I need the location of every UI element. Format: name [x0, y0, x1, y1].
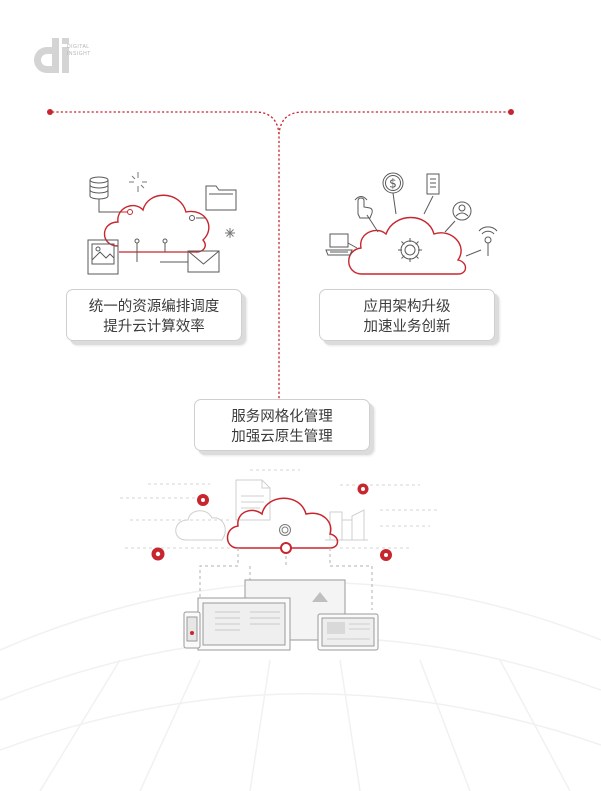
dollar-icon: $ [382, 172, 404, 194]
left-illustration [87, 172, 237, 275]
cloud-node-dot [280, 542, 292, 554]
label-right-line-2: 加速业务创新 [363, 319, 451, 335]
label-box-service-mesh: 服务网格化管理 加强云原生管理 [194, 399, 370, 451]
sparkle-icon [129, 172, 147, 192]
left-cloud [103, 194, 210, 253]
bottom-main-cloud [226, 497, 339, 549]
red-gear-2-icon [357, 483, 369, 495]
connector-right-end-dot [508, 109, 514, 115]
right-cloud [348, 217, 467, 275]
gear-icon [398, 238, 422, 262]
faint-dashes [120, 469, 440, 549]
bottom-connectors [199, 548, 373, 610]
document-icon [426, 173, 440, 195]
logo-caption: DIGITAL INSIGHT [67, 44, 91, 58]
folder-icon [205, 185, 237, 211]
faint-buildings-icon [325, 509, 368, 541]
devices-illustration [183, 579, 379, 651]
logo [34, 38, 69, 73]
faint-cloud-left [175, 510, 226, 541]
dollar-sign: $ [389, 177, 397, 191]
laptop-icon [325, 233, 353, 256]
asterisk-icon [225, 228, 235, 238]
right-illustration: $ [325, 172, 498, 275]
top-connector [52, 111, 510, 400]
database-icon [89, 176, 109, 200]
envelope-icon [187, 250, 220, 273]
label-box-resource-orchestration: 统一的资源编排调度 提升云计算效率 [66, 289, 242, 341]
bottom-illustration [120, 469, 440, 651]
small-gear-icon [279, 524, 291, 536]
logo-caption-line-2: INSIGHT [67, 51, 91, 57]
label-left-line-2: 提升云计算效率 [103, 319, 205, 335]
label-right-line-1: 应用架构升级 [363, 299, 451, 315]
image-icon [87, 239, 119, 275]
connector-left-end-dot [47, 109, 53, 115]
red-gear-4-icon [380, 549, 392, 561]
db-link [98, 199, 122, 213]
logo-caption-line-1: DIGITAL [67, 44, 90, 50]
red-gear-1-icon [197, 494, 209, 506]
touch-icon [354, 196, 373, 219]
person-icon [452, 201, 472, 221]
logo-mark-icon [34, 38, 69, 73]
label-mid-line-2: 加强云原生管理 [231, 429, 333, 445]
label-left-line-1: 统一的资源编排调度 [88, 299, 220, 315]
faint-document-icon [235, 479, 271, 521]
signal-icon [478, 226, 498, 256]
red-gear-3-icon [151, 547, 165, 561]
label-box-app-architecture: 应用架构升级 加速业务创新 [319, 289, 495, 341]
label-mid-line-1: 服务网格化管理 [231, 409, 333, 425]
